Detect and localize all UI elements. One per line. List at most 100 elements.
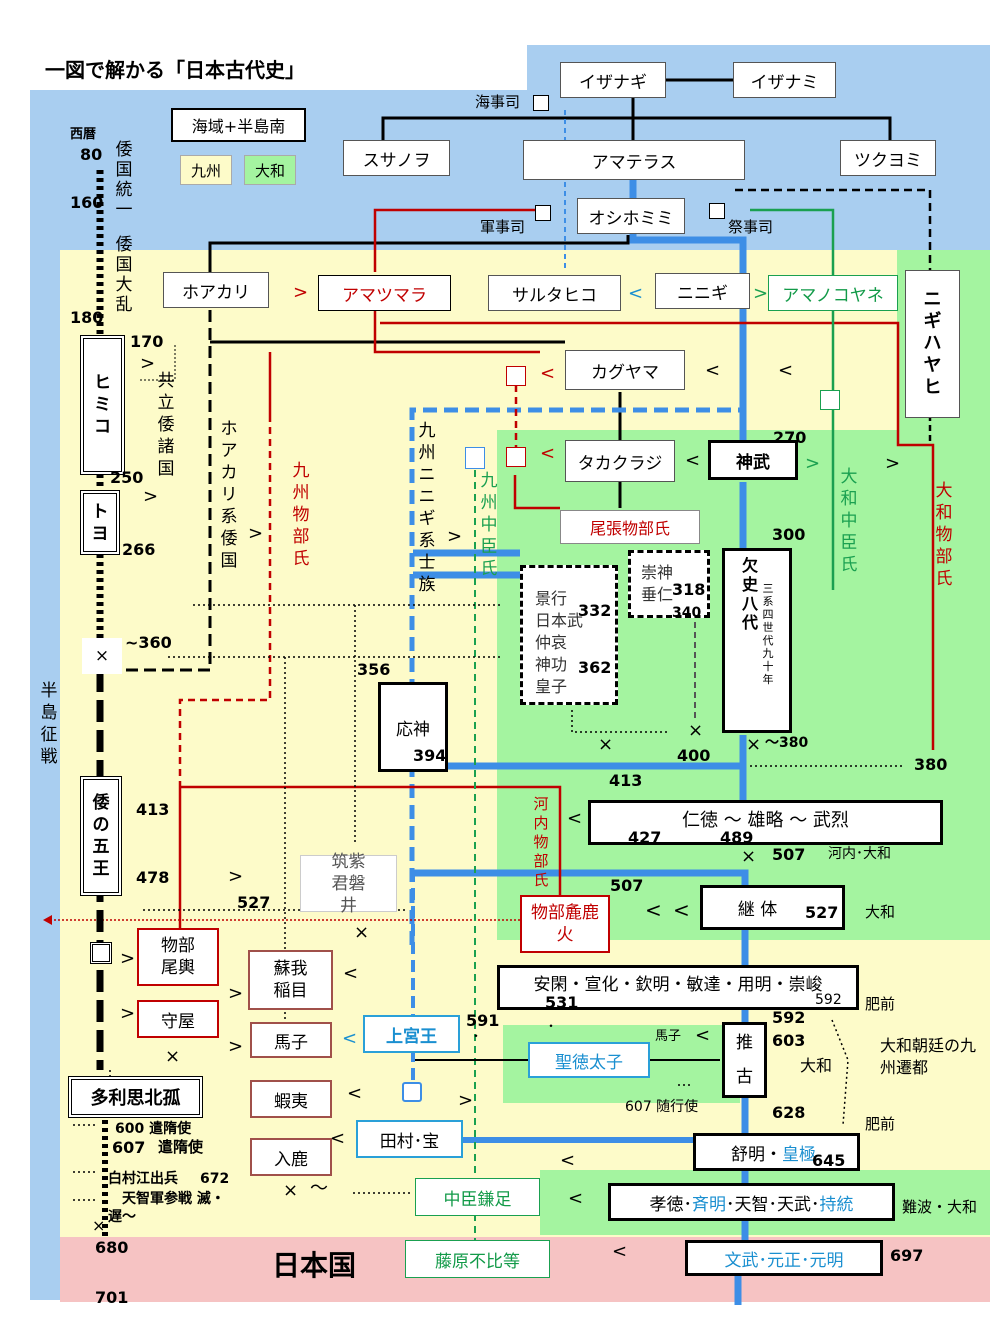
- node-amatsumara: アマツマラ: [318, 275, 451, 311]
- node-jimmu: 神武: [708, 440, 798, 480]
- clan-yamato-nakatomi: 大和中臣氏: [840, 467, 858, 575]
- mark-gt-1: >: [293, 282, 309, 303]
- node-soga-iname: 蘇我稲目: [248, 950, 333, 1010]
- year-591: 591: [466, 1011, 500, 1030]
- label-kyoritsu: 共立倭諸国: [157, 371, 175, 479]
- mark-gt-3: >: [805, 453, 821, 474]
- marker-saiji: [709, 203, 725, 219]
- keiko-name-3: 仲哀: [535, 633, 568, 652]
- label-y607b: 607 随行使: [625, 1099, 699, 1115]
- label-gunji: 軍事司: [480, 218, 526, 236]
- label-kawachi-yamato: 河内･大和: [828, 846, 891, 862]
- year-318: 318: [672, 580, 706, 599]
- node-izanagi: イザナギ: [560, 62, 666, 98]
- clan-kawachi-mononobe: 河内物部氏: [533, 795, 549, 889]
- label-yamato-2: 大和: [800, 1056, 833, 1075]
- tenchi-temmu-label: ･天智･天武･: [726, 1194, 820, 1215]
- soga-iname-label: 蘇我稲目: [273, 959, 308, 1001]
- label-wakoku-toitsu: 倭国統一: [115, 140, 133, 220]
- ojin-label: 応神: [396, 720, 430, 740]
- mark-gt-8: >: [143, 486, 159, 507]
- node-himiko: ヒミコ: [80, 335, 125, 475]
- mark-gt-4: >: [885, 453, 901, 474]
- year-360: ~360: [125, 633, 172, 652]
- label-seireki: 西暦: [70, 127, 97, 142]
- year-697: 697: [890, 1246, 924, 1265]
- year-489: 489: [720, 828, 754, 847]
- marker-timeline-1: [90, 942, 112, 964]
- node-sarutahiko: サルタヒコ: [488, 275, 621, 311]
- mark-gt-10: >: [120, 948, 136, 969]
- mark-cross-4: ×: [746, 734, 762, 755]
- year-531: 531: [545, 993, 579, 1012]
- mark-lt-12: <: [568, 1188, 584, 1209]
- mark-lt-1: <: [628, 283, 644, 304]
- node-wa-no-go-o: 倭の五王: [80, 776, 122, 896]
- suinin-label: 垂仁: [641, 585, 674, 604]
- year-332: 332: [578, 601, 612, 620]
- suiko-label: 推 古: [736, 1026, 753, 1094]
- mark-lt-4: <: [778, 360, 794, 381]
- year-413b: 413: [609, 771, 643, 790]
- node-shotoku: 聖徳太子: [528, 1042, 650, 1078]
- node-takakuraji: タカクラジ: [565, 440, 675, 482]
- year-507a: 507: [772, 845, 806, 864]
- mark-gt-6: >: [447, 526, 463, 547]
- keiko-name-5: 皇子: [535, 677, 568, 696]
- ankan-label: 安閑・宣化・欽明・敏達・用明・崇峻: [533, 975, 823, 995]
- marker-red-1: [506, 366, 526, 386]
- keitai-label: 継 体: [737, 900, 778, 920]
- kesshi-label: 欠史八代: [741, 556, 758, 632]
- sea-strip-left: [30, 250, 60, 1300]
- node-jogu-o: 上宮王: [363, 1015, 460, 1053]
- kesshi-sub-label: 三系四世代九十年: [762, 582, 774, 686]
- mark-gt-12: >: [228, 983, 244, 1004]
- year-600: 600 遣隋使: [115, 1121, 192, 1137]
- keiko-name-1: 景行: [535, 589, 568, 608]
- node-amaterasu: アマテラス: [523, 140, 745, 180]
- label-naniwa: 難波・大和: [902, 1198, 978, 1216]
- mark-lt-6: <: [685, 450, 701, 471]
- node-nakatomi-kamatari: 中臣鎌足: [415, 1178, 540, 1216]
- node-mononobe-okoshi: 物部尾輿: [137, 928, 219, 986]
- mark-lt-10: <: [695, 1025, 711, 1046]
- mark-lt-14: <: [343, 963, 359, 984]
- kogyoku-label: 皇極: [782, 1144, 816, 1165]
- year-427: 427: [628, 828, 662, 847]
- mark-lt-3: <: [705, 360, 721, 381]
- keiko-names: 景行 日本武 仲哀 神功 皇子: [535, 588, 583, 698]
- node-iruka: 入鹿: [250, 1138, 332, 1176]
- mark-gt-11: >: [120, 1003, 136, 1024]
- year-680: 680: [95, 1238, 129, 1257]
- label-kyushu-sento: 大和朝廷の九州遷都: [880, 1035, 980, 1079]
- keiko-name-4: 神功: [535, 655, 568, 674]
- nintoku-label: 仁徳 〜 雄略 〜 武烈: [682, 809, 849, 831]
- saimei-label: 斉明: [692, 1194, 726, 1215]
- label-umako-small: 馬子: [655, 1029, 682, 1044]
- year-507b: 507: [610, 876, 644, 895]
- mark-lt-9: <: [673, 898, 690, 922]
- year-607: 607: [112, 1138, 146, 1157]
- label-saiji: 祭事司: [728, 218, 774, 236]
- year-362: 362: [578, 658, 612, 677]
- marker-blue-1: [465, 447, 485, 469]
- year-413: 413: [136, 800, 170, 819]
- node-keiko: 景行 日本武 仲哀 神功 皇子: [520, 565, 618, 705]
- node-suiko: 推 古: [722, 1022, 767, 1098]
- mark-gt-2: >: [753, 283, 769, 304]
- clan-yamato-mononobe: 大和物部氏: [935, 481, 953, 589]
- mark-lt-7: <: [567, 808, 583, 829]
- node-sujin: 崇神 垂仁: [628, 550, 710, 618]
- node-mononobe-arakabi: 物部麁鹿火: [520, 895, 610, 953]
- kotoku-label: 孝徳･: [649, 1194, 693, 1215]
- mark-cross-6: ×: [354, 922, 370, 943]
- node-tsukuyomi: ツクヨミ: [840, 140, 936, 176]
- year-380a: 〜380: [765, 735, 809, 751]
- mark-dot-2: ・: [545, 1019, 558, 1033]
- node-umako: 馬子: [250, 1022, 332, 1058]
- mark-lt-2: <: [540, 363, 556, 384]
- himiko-label: ヒミコ: [94, 373, 111, 437]
- suiko-label-1: 推: [736, 1033, 753, 1053]
- clan-kyushu-ninigi: 九州ニニギ系士族: [418, 421, 436, 595]
- mark-lt-5: <: [540, 443, 556, 464]
